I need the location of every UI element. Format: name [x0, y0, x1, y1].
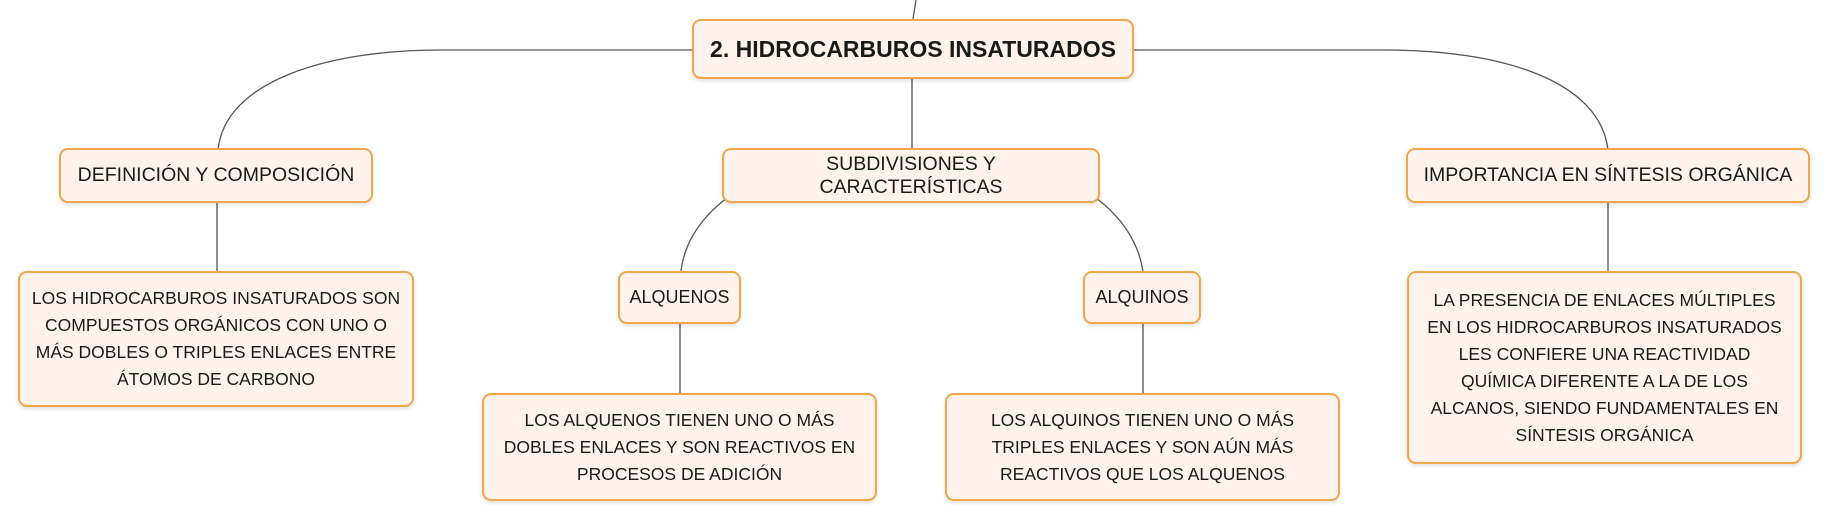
branch-subdivisiones-node[interactable]: SUBDIVISIONES Y CARACTERÍSTICAS [722, 148, 1100, 203]
importancia-detail-node[interactable]: LA PRESENCIA DE ENLACES MÚLTIPLES EN LOS… [1407, 271, 1802, 464]
branch-importancia-node[interactable]: IMPORTANCIA EN SÍNTESIS ORGÁNICA [1406, 148, 1810, 203]
alquinos-node[interactable]: ALQUINOS [1083, 271, 1201, 324]
connector-subdivisiones-alquinos [1095, 197, 1144, 273]
alquenos-node[interactable]: ALQUENOS [618, 271, 741, 324]
connector-root-definicion [217, 49, 694, 151]
root-topic-node[interactable]: 2. HIDROCARBUROS INSATURADOS [692, 19, 1134, 79]
definicion-detail-node[interactable]: LOS HIDROCARBUROS INSATURADOS SON COMPUE… [18, 271, 414, 407]
alquinos-detail-node[interactable]: LOS ALQUINOS TIENEN UNO O MÁS TRIPLES EN… [945, 393, 1340, 501]
alquenos-detail-node[interactable]: LOS ALQUENOS TIENEN UNO O MÁS DOBLES ENL… [482, 393, 877, 501]
connector-subdivisiones-alquenos [680, 197, 728, 273]
branch-definicion-node[interactable]: DEFINICIÓN Y COMPOSICIÓN [59, 148, 373, 203]
connector-root-importancia [1133, 49, 1609, 151]
connector-parent-root [912, 0, 917, 20]
